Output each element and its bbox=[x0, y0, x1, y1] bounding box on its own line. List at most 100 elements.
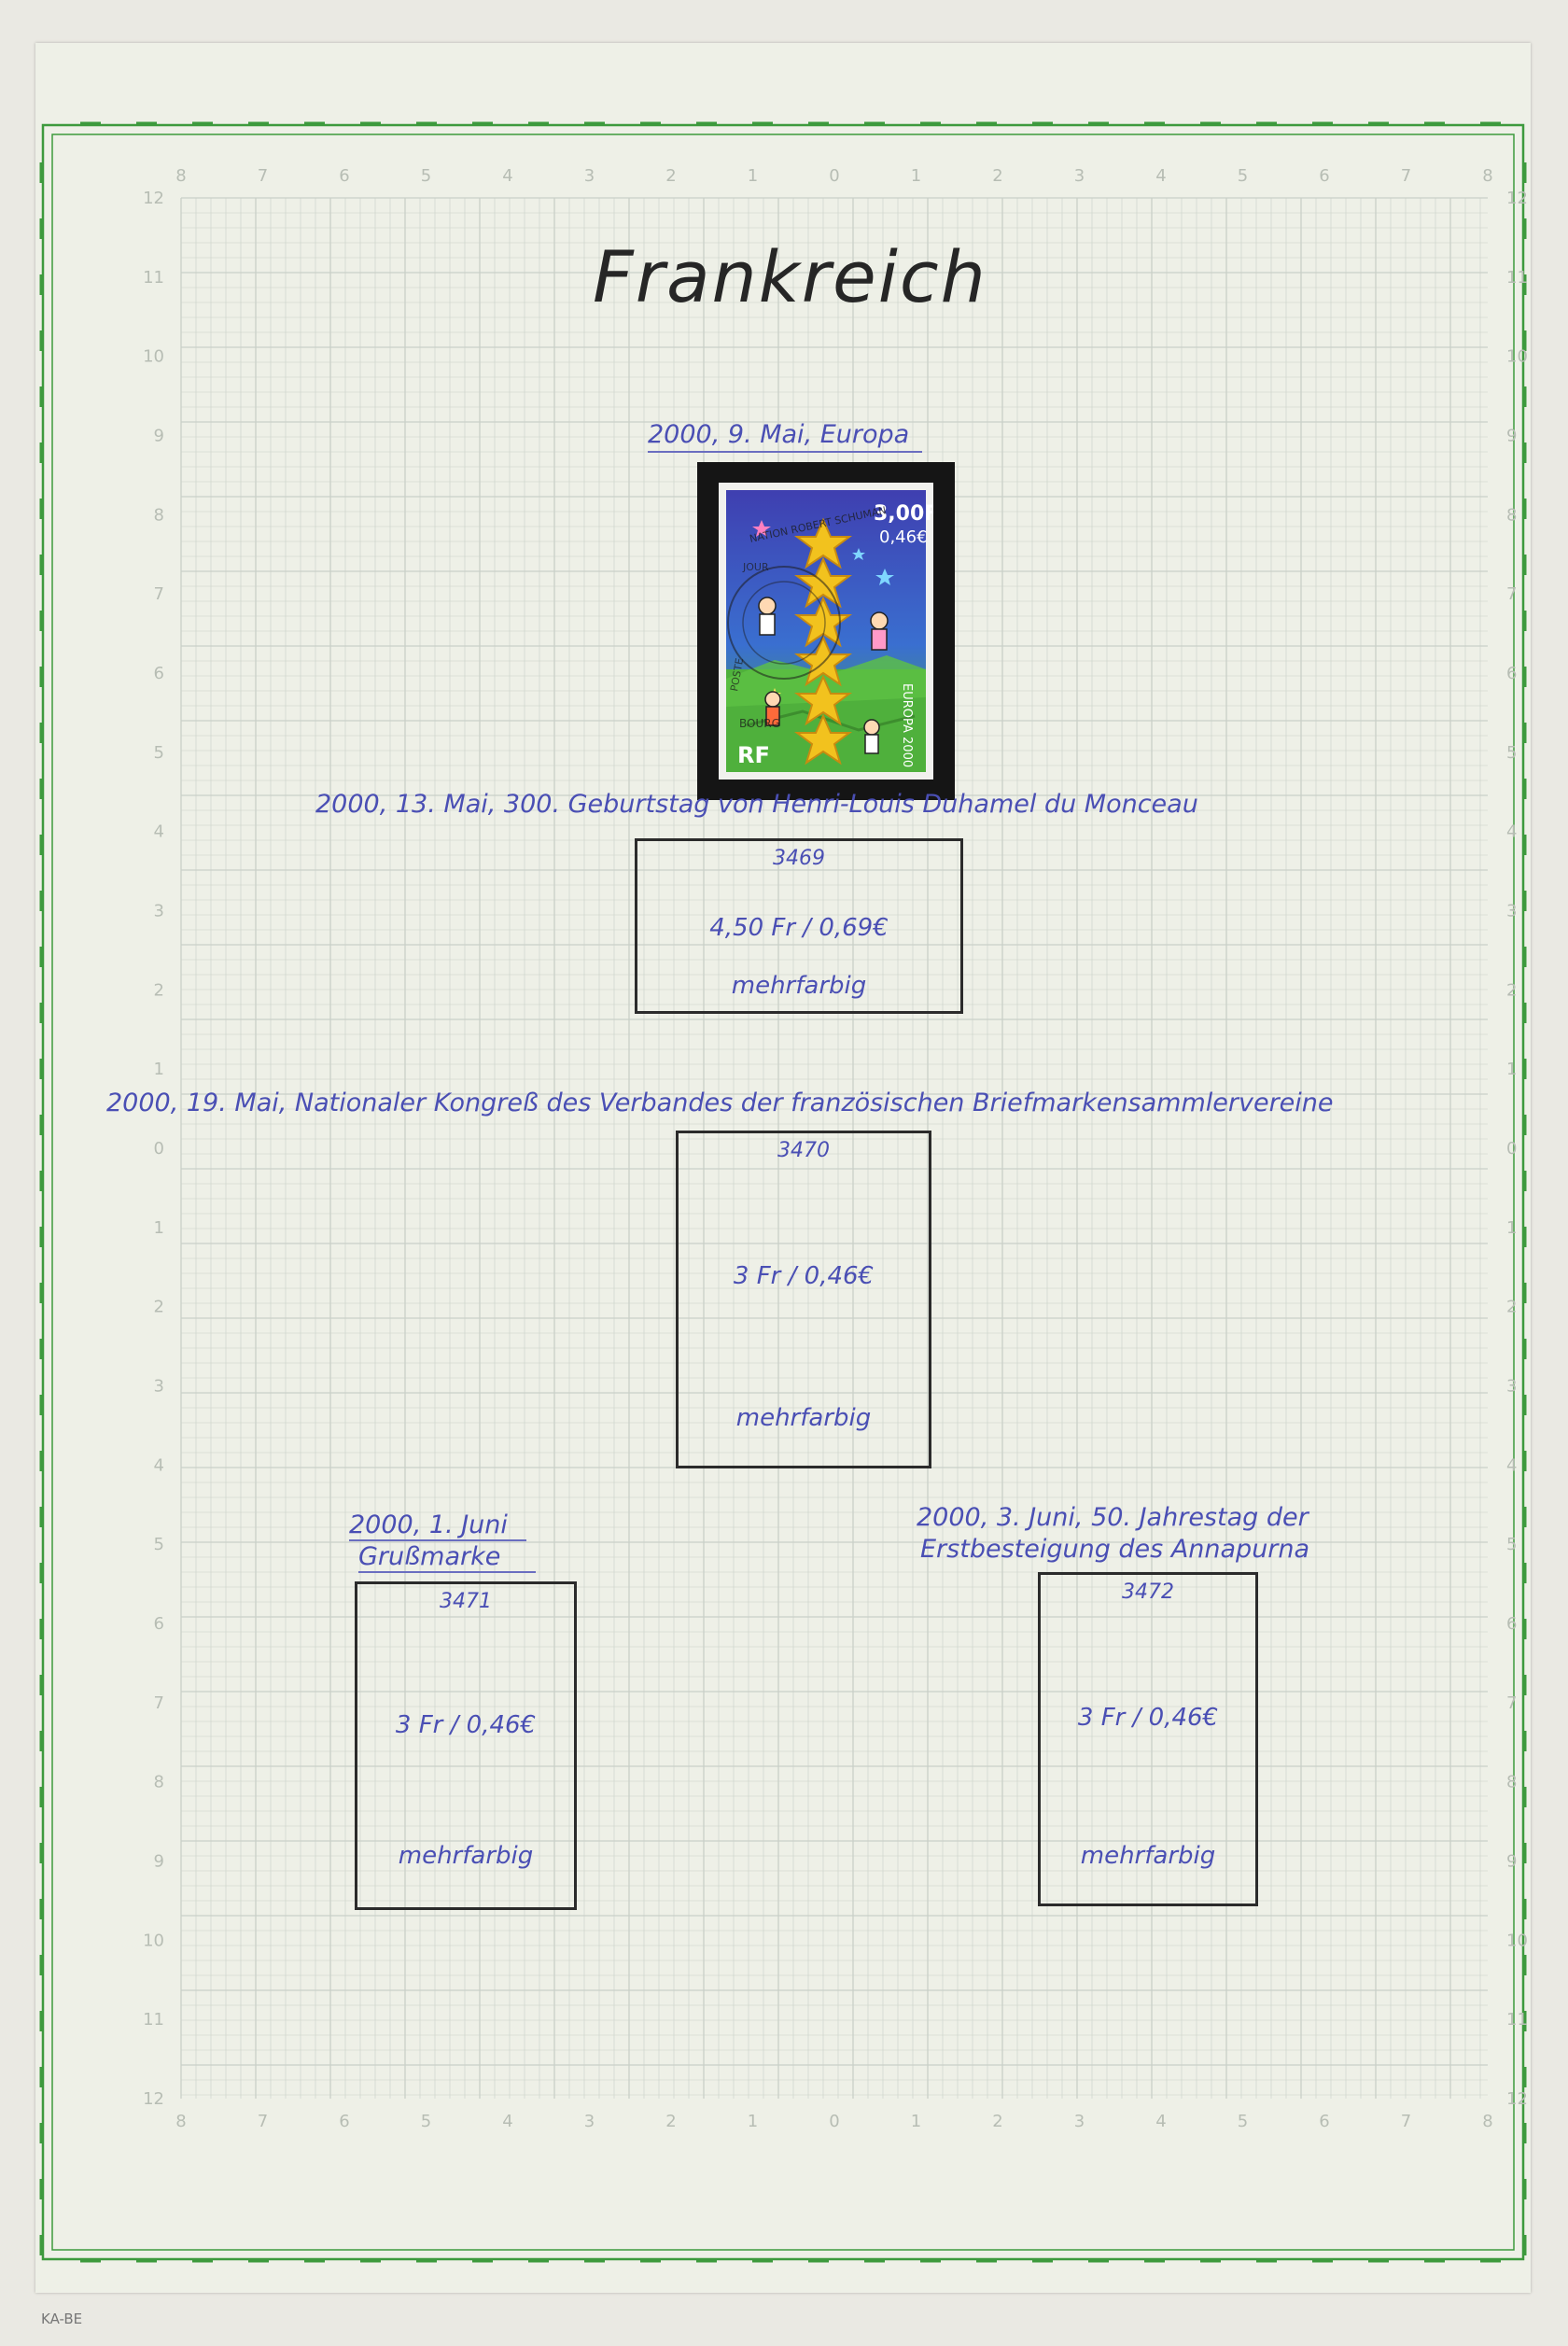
grid-label-top: 2 bbox=[665, 166, 676, 186]
catalog-number-3472: 3472 bbox=[1122, 1580, 1174, 1604]
grid-label-top: 5 bbox=[1238, 166, 1248, 186]
grid-label-top: 1 bbox=[911, 166, 921, 186]
grid-label-left: 5 bbox=[154, 743, 164, 763]
grid-label-bottom: 0 bbox=[829, 2112, 839, 2131]
grid-label-left: 10 bbox=[143, 1931, 164, 1950]
grid-label-left: 3 bbox=[154, 1377, 164, 1397]
grid-label-right: 4 bbox=[1506, 822, 1517, 842]
grid-label-right: 5 bbox=[1506, 1535, 1517, 1554]
grid-label-top: 6 bbox=[1319, 166, 1329, 186]
grid-label-top: 4 bbox=[1155, 166, 1166, 186]
caption-gruss-date: 2000, 1. Juni bbox=[349, 1510, 526, 1541]
children bbox=[758, 597, 889, 754]
grid-label-top: 7 bbox=[258, 166, 268, 186]
grid-label-left: 5 bbox=[154, 1535, 164, 1554]
grid-label-right: 9 bbox=[1506, 1852, 1517, 1872]
grid-label-bottom: 4 bbox=[1155, 2112, 1166, 2131]
color-3469: mehrfarbig bbox=[731, 972, 867, 1000]
color-3470: mehrfarbig bbox=[735, 1404, 872, 1432]
grid-label-left: 12 bbox=[143, 189, 164, 208]
grid-label-right: 3 bbox=[1506, 902, 1517, 921]
face-value-3471: 3 Fr / 0,46€ bbox=[395, 1711, 537, 1739]
grid-label-right: 6 bbox=[1506, 664, 1517, 683]
grid-label-left: 4 bbox=[154, 1455, 164, 1475]
mount-3470: 3470 3 Fr / 0,46€ mehrfarbig bbox=[676, 1131, 931, 1468]
grid-label-left: 9 bbox=[154, 1852, 164, 1872]
color-3471: mehrfarbig bbox=[398, 1842, 534, 1870]
grid-label-top: 3 bbox=[1074, 166, 1085, 186]
grid-label-left: 1 bbox=[154, 1060, 164, 1079]
grid-label-top: 1 bbox=[748, 166, 758, 186]
grid-label-right: 8 bbox=[1506, 505, 1517, 525]
grid-label-right: 1 bbox=[1506, 1060, 1517, 1079]
stamp-mount-europa: 3,00F 0,46€ RF EUROPA 2000 NATION ROBERT… bbox=[697, 462, 955, 800]
grid-label-top: 4 bbox=[502, 166, 512, 186]
grid-label-right: 5 bbox=[1506, 743, 1517, 763]
postmark-jour: JOUR bbox=[742, 561, 769, 573]
grid-label-right: 10 bbox=[1506, 1931, 1528, 1950]
caption-annapurna-line2: Erstbesteigung des Annapurna bbox=[920, 1535, 1310, 1564]
mount-3469: 3469 4,50 Fr / 0,69€ mehrfarbig bbox=[635, 838, 963, 1014]
frame-inner-line bbox=[51, 133, 1515, 2251]
color-3472: mehrfarbig bbox=[1080, 1842, 1216, 1870]
grid-label-right: 2 bbox=[1506, 980, 1517, 1000]
grid-label-bottom: 4 bbox=[502, 2112, 512, 2131]
grid-label-bottom: 7 bbox=[258, 2112, 268, 2131]
grid-label-bottom: 5 bbox=[421, 2112, 431, 2131]
grid-label-bottom: 6 bbox=[1319, 2112, 1329, 2131]
grid-label-right: 12 bbox=[1506, 189, 1528, 208]
mount-3471: 3471 3 Fr / 0,46€ mehrfarbig bbox=[355, 1581, 577, 1910]
grid-label-left: 3 bbox=[154, 902, 164, 921]
grid-label-left: 8 bbox=[154, 505, 164, 525]
face-value-3470: 3 Fr / 0,46€ bbox=[733, 1262, 875, 1290]
grid-label-left: 0 bbox=[154, 1139, 164, 1159]
grid-label-left: 7 bbox=[154, 584, 164, 604]
grid-label-bottom: 2 bbox=[992, 2112, 1002, 2131]
grid-label-right: 10 bbox=[1506, 347, 1528, 367]
grid-label-top: 6 bbox=[339, 166, 349, 186]
stamp-europa-label: EUROPA 2000 bbox=[900, 683, 914, 767]
page-title: Frankreich bbox=[593, 235, 987, 318]
grid-label-bottom: 8 bbox=[175, 2112, 186, 2131]
grid-label-bottom: 3 bbox=[584, 2112, 595, 2131]
grid-label-left: 6 bbox=[154, 664, 164, 683]
stamp-country: RF bbox=[737, 742, 770, 768]
grid-label-left: 11 bbox=[143, 268, 164, 288]
grid-label-right: 0 bbox=[1506, 1139, 1517, 1159]
grid-label-right: 12 bbox=[1506, 2089, 1528, 2109]
grid-label-right: 7 bbox=[1506, 1693, 1517, 1713]
grid-label-left: 2 bbox=[154, 980, 164, 1000]
grid-label-right: 4 bbox=[1506, 1455, 1517, 1475]
grid-label-top: 0 bbox=[829, 166, 839, 186]
grid-label-left: 8 bbox=[154, 1773, 164, 1792]
grid-label-right: 3 bbox=[1506, 1377, 1517, 1397]
grid-label-left: 7 bbox=[154, 1693, 164, 1713]
face-value-3469: 4,50 Fr / 0,69€ bbox=[709, 914, 889, 942]
frame-outer-line bbox=[41, 123, 1525, 2261]
postmark-ring bbox=[727, 566, 841, 680]
grid-label-left: 6 bbox=[154, 1614, 164, 1634]
grid-label-top: 5 bbox=[421, 166, 431, 186]
catalog-number-3471: 3471 bbox=[440, 1590, 492, 1613]
grid-label-left: 10 bbox=[143, 347, 164, 367]
caption-kongress: 2000, 19. Mai, Nationaler Kongreß des Ve… bbox=[106, 1089, 1334, 1117]
grid-label-right: 7 bbox=[1506, 584, 1517, 604]
stamp-value-euro: 0,46€ bbox=[879, 527, 928, 547]
caption-europa: 2000, 9. Mai, Europa bbox=[648, 420, 923, 453]
grid-label-right: 6 bbox=[1506, 1614, 1517, 1634]
grid-label-right: 2 bbox=[1506, 1298, 1517, 1317]
stamp-europa-2000: 3,00F 0,46€ RF EUROPA 2000 NATION ROBERT… bbox=[719, 483, 933, 780]
grid-label-right: 1 bbox=[1506, 1218, 1517, 1238]
album-publisher-mark: KA-BE bbox=[41, 2311, 83, 2327]
grid-label-top: 3 bbox=[584, 166, 595, 186]
grid-label-left: 9 bbox=[154, 427, 164, 446]
catalog-number-3469: 3469 bbox=[773, 847, 825, 870]
grid-label-top: 2 bbox=[992, 166, 1002, 186]
grid-label-bottom: 7 bbox=[1401, 2112, 1411, 2131]
green-border-frame bbox=[39, 121, 1527, 2263]
grid-label-bottom: 8 bbox=[1482, 2112, 1492, 2131]
grid-label-bottom: 1 bbox=[911, 2112, 921, 2131]
